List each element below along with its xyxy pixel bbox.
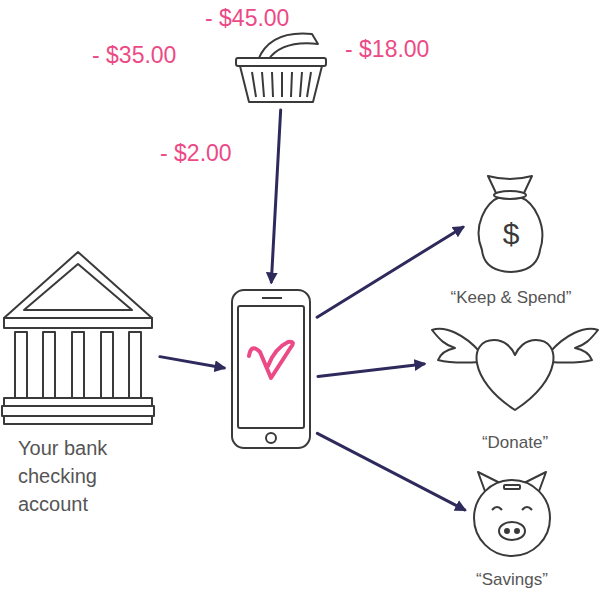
basket-icon-part [252, 72, 311, 97]
bank-icon-part [72, 332, 84, 398]
winged-heart-icon-part [432, 329, 480, 363]
flow-arrow [271, 110, 280, 282]
phone-icon [232, 290, 310, 448]
bank-icon-part [4, 398, 152, 406]
basket-icon-part [258, 34, 318, 60]
price-label: - $2.00 [160, 140, 232, 168]
piggy-icon-part [499, 522, 525, 540]
winged-heart-icon [432, 329, 598, 410]
price-label: - $18.00 [345, 36, 429, 64]
price-label: - $45.00 [205, 5, 289, 33]
price-label: - $35.00 [92, 42, 176, 70]
basket-icon [236, 34, 326, 102]
savings-node: “Savings” [470, 474, 554, 560]
phone-icon-part [249, 342, 293, 378]
bank-icon-part [4, 252, 152, 318]
bank-icon-part [2, 406, 154, 416]
piggy-icon-part [504, 485, 520, 489]
flow-arrow [160, 357, 224, 368]
flow-arrow [317, 227, 463, 317]
piggy-icon [474, 472, 550, 556]
bank-icon-part [101, 332, 113, 398]
donate-node: “Donate” [430, 320, 602, 416]
flow-arrow [317, 433, 464, 510]
keep-spend-label: “Keep & Spend” [451, 288, 572, 308]
bank-icon-part [43, 332, 55, 398]
keep-spend-node: $“Keep & Spend” [468, 172, 554, 276]
bank-icon-part [129, 332, 141, 398]
bank-icon-part [4, 318, 152, 328]
bank-label: Your bank checking account [18, 434, 140, 518]
piggy-icon-part [505, 529, 509, 533]
piggy-icon-part [515, 529, 519, 533]
basket-node: - $45.00- $35.00- $18.00- $2.00 [235, 32, 327, 104]
bank-node: Your bank checking account [2, 250, 154, 426]
money-bag-icon-part [494, 191, 526, 199]
phone-node [230, 288, 312, 450]
money-bag-icon [479, 176, 543, 272]
piggy-icon-part [492, 507, 532, 510]
donate-label: “Donate” [482, 433, 548, 453]
bank-icon-part [4, 416, 152, 424]
piggy-icon-part [474, 480, 550, 556]
phone-icon-part [262, 297, 282, 299]
bank-icon [2, 252, 154, 424]
phone-icon-part [266, 433, 276, 443]
dollar-sign: $ [503, 216, 520, 252]
money-bag-icon-part [479, 197, 543, 272]
basket-icon-part [240, 66, 322, 102]
bank-icon-part [15, 332, 27, 398]
bank-icon-part [24, 264, 132, 310]
basket-icon-part [236, 58, 326, 66]
phone-icon-part [238, 306, 304, 428]
winged-heart-icon-part [550, 329, 598, 363]
savings-label: “Savings” [476, 570, 548, 590]
phone-icon-part [232, 290, 310, 448]
flow-arrow [318, 364, 424, 376]
winged-heart-icon-part [477, 340, 554, 410]
